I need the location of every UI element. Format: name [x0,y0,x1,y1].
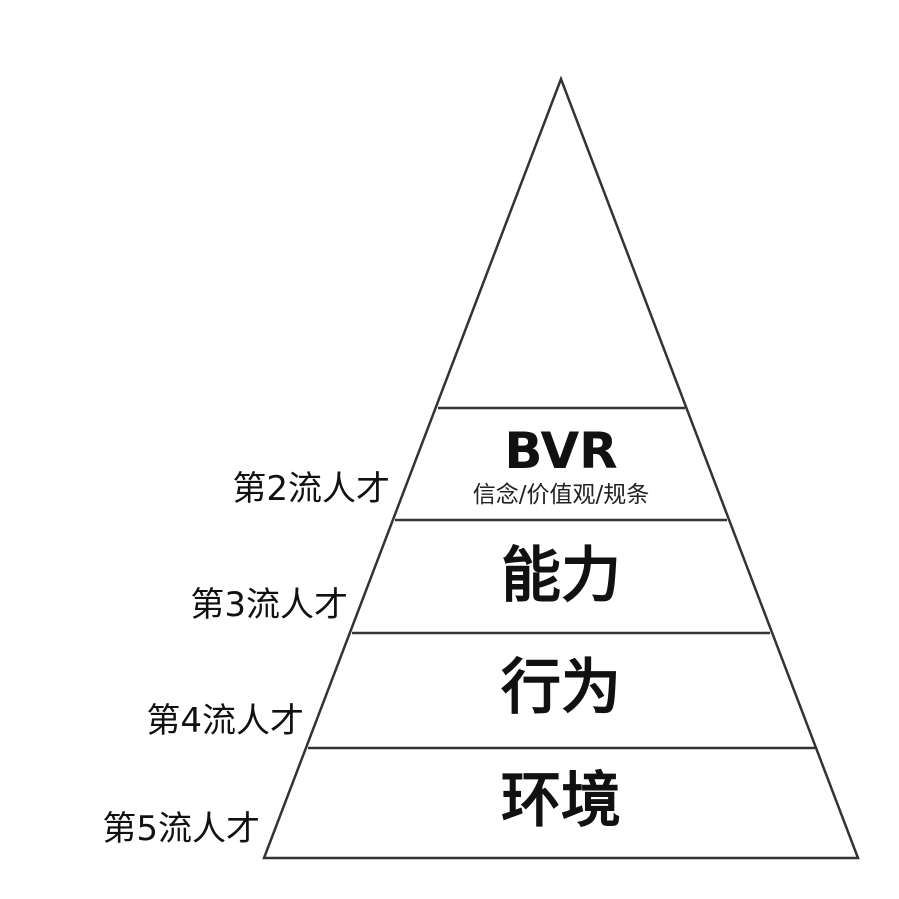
side-label-tier-2: 第2流人才 [232,469,390,509]
side-label-tier-5: 第5流人才 [102,809,260,849]
pyramid-outline [262,75,860,860]
tier-ability-title: 能力 [501,541,621,611]
tier-environment-title: 环境 [501,766,621,836]
tier-behavior-title: 行为 [501,653,621,723]
side-label-tier-3: 第3流人才 [190,585,348,625]
side-label-tier-4: 第4流人才 [146,701,304,741]
tier-bvr-subtitle: 信念/价值观/规条 [472,482,650,508]
tier-bvr-title: BVR [504,422,618,480]
